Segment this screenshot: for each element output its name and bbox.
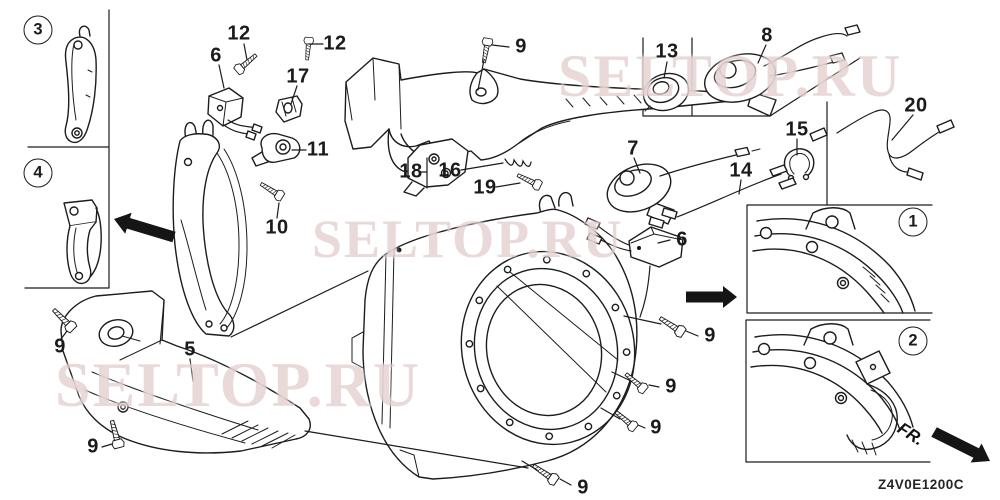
callout-10: 10	[265, 216, 289, 239]
inset-number-4: 4	[23, 158, 53, 188]
callout-6: 6	[210, 44, 222, 67]
callout-7: 7	[627, 137, 639, 160]
bolt-9-top	[478, 37, 494, 64]
inset-number-1: 1	[898, 207, 928, 237]
bolt-9-right-3	[611, 407, 640, 434]
callout-9: 9	[577, 476, 589, 499]
part-wire-clamp-11	[251, 132, 301, 167]
callout-9: 9	[54, 335, 66, 358]
callout-6: 6	[676, 228, 688, 251]
callout-5: 5	[184, 338, 196, 361]
part-air-guide-plate	[172, 119, 248, 337]
bolt-19	[514, 169, 544, 192]
inset-number-3: 3	[23, 15, 53, 45]
callout-14: 14	[729, 159, 753, 182]
watermark: SELTOP.RU	[312, 209, 624, 269]
watermark: SELTOP.RU	[55, 349, 422, 420]
callout-13: 13	[655, 40, 679, 63]
part-sub-cord-20	[809, 109, 955, 181]
watermark: SELTOP.RU	[558, 43, 903, 109]
part-shroud-stay-3	[64, 25, 97, 144]
callout-18: 18	[399, 160, 423, 183]
inset-2-fan-cover-stay-detail	[750, 323, 914, 456]
callout-20: 20	[904, 94, 928, 117]
inset-number-2: 2	[898, 326, 928, 356]
part-clip-15	[783, 148, 815, 182]
bolt-12-top	[301, 36, 315, 61]
callout-15: 15	[785, 118, 809, 141]
part-fan-cover	[351, 191, 638, 480]
part-bracket-stay	[403, 138, 469, 197]
callout-9: 9	[665, 375, 677, 398]
callout-19: 19	[473, 176, 497, 199]
callout-16: 16	[438, 159, 462, 182]
bolt-9-bottom	[529, 460, 561, 487]
bolt-10	[257, 178, 286, 203]
part-ignition-unit-6	[584, 217, 684, 268]
part-cap-13	[642, 72, 690, 112]
part-spring-16	[504, 158, 532, 167]
part-oil-level-switch-8	[704, 24, 861, 117]
part-ignition-coil	[207, 87, 263, 141]
part-clip-17	[275, 95, 303, 123]
fr-arrow-icon	[931, 427, 990, 463]
right-arrow-icon	[686, 286, 737, 308]
callout-9: 9	[650, 416, 662, 439]
callout-12: 12	[227, 22, 251, 45]
callout-11: 11	[306, 138, 330, 161]
part-sub-wire-14	[648, 164, 797, 229]
callout-9: 9	[515, 35, 527, 58]
bolt-9-right-1	[656, 312, 688, 339]
callout-9: 9	[704, 324, 716, 347]
part-lower-cover	[60, 290, 311, 454]
left-arrow-icon	[114, 212, 176, 243]
inset-1-fan-cover-detail	[752, 207, 916, 314]
callout-17: 17	[286, 65, 310, 88]
drawing-code: Z4V0E1200C	[878, 477, 965, 492]
leader-lines	[60, 43, 914, 486]
callout-12: 12	[323, 32, 347, 55]
part-shroud-stay-4	[63, 199, 102, 285]
callout-9: 9	[87, 435, 99, 458]
part-oil-alert-unit-7	[606, 146, 761, 225]
callout-8: 8	[761, 24, 773, 47]
